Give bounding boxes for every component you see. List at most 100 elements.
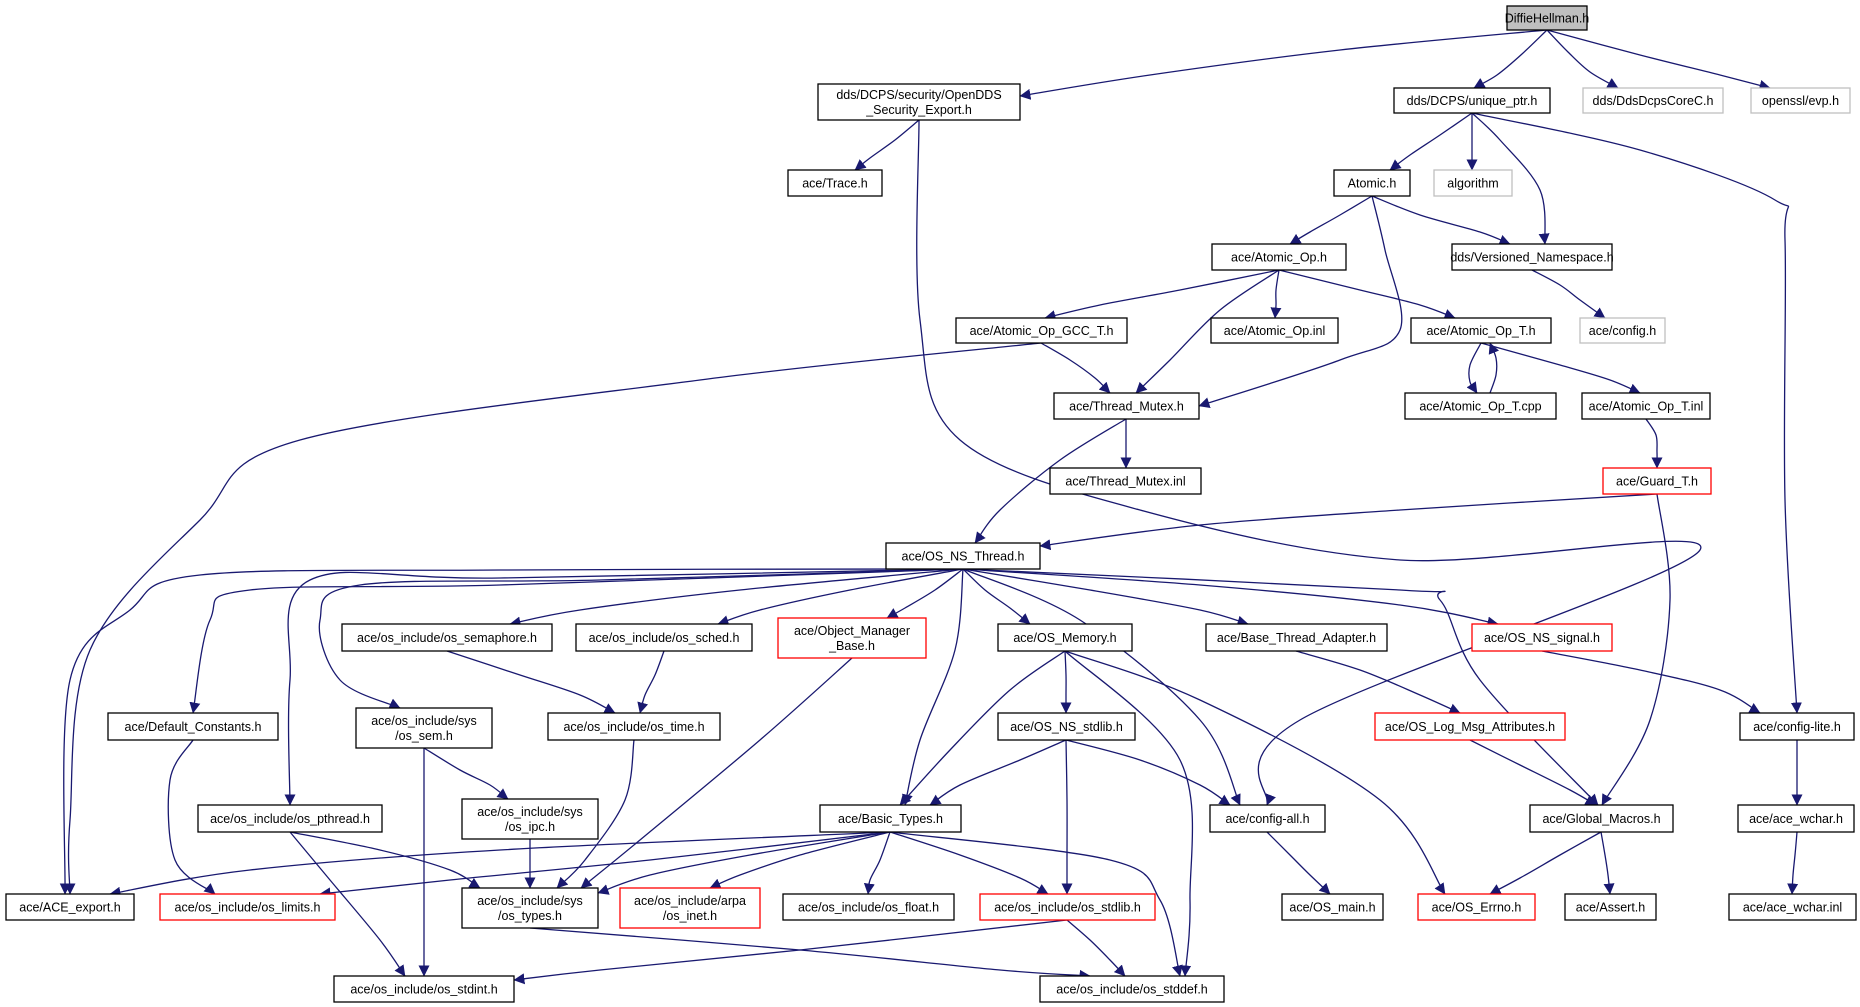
node-box <box>997 623 1133 652</box>
node-box <box>885 542 1041 570</box>
node-label: ace/ace_wchar.h <box>1749 812 1843 826</box>
edge-n43-to-n48 <box>513 919 1068 985</box>
node-label: /os_sem.h <box>395 729 453 743</box>
node-ace-os-main-h[interactable]: ace/OS_main.h <box>1281 893 1384 921</box>
node-ace-os-include-os-pthread-h[interactable]: ace/os_include/os_pthread.h <box>197 804 383 833</box>
node-ace-os-include-sys-os-ipc-h[interactable]: ace/os_include/sys/os_ipc.h <box>461 798 599 840</box>
node-box <box>787 169 883 197</box>
nodes: DiffieHellman.h dds/DCPS/security/OpenDDS… <box>5 5 1857 1003</box>
node-label: ace/Base_Thread_Adapter.h <box>1217 631 1376 645</box>
node-atomic-h[interactable]: Atomic.h <box>1333 169 1411 197</box>
node-ace-atomic-op-h[interactable]: ace/Atomic_Op.h <box>1211 243 1347 271</box>
node-label: ace/Object_Manager <box>794 624 910 638</box>
node-ace-os-include-os-semaphore-h[interactable]: ace/os_include/os_semaphore.h <box>341 623 553 652</box>
node-ace-ace-wchar-h[interactable]: ace/ace_wchar.h <box>1737 804 1855 833</box>
node-ace-os-include-os-limits-h[interactable]: ace/os_include/os_limits.h <box>159 893 336 921</box>
node-diffiehellman-h[interactable]: DiffieHellman.h <box>1505 5 1590 31</box>
node-ace-os-log-msg-attributes-h[interactable]: ace/OS_Log_Msg_Attributes.h <box>1374 712 1566 741</box>
node-label: ace/Atomic_Op_T.inl <box>1589 400 1704 414</box>
node-ace-config-all-h[interactable]: ace/config-all.h <box>1209 804 1326 833</box>
node-ace-assert-h[interactable]: ace/Assert.h <box>1564 893 1657 921</box>
node-label: ace/Guard_T.h <box>1616 475 1698 489</box>
edge-n19-to-n21 <box>717 568 964 626</box>
node-ace-os-include-os-stdint-h[interactable]: ace/os_include/os_stdint.h <box>333 975 515 1003</box>
node-dds-ddsdcpscorec-h[interactable]: dds/DdsDcpsCoreC.h <box>1582 87 1724 114</box>
node-ace-object-manager-base-h[interactable]: ace/Object_Manager_Base.h <box>777 617 927 659</box>
node-box <box>1564 893 1657 921</box>
node-box <box>461 887 599 929</box>
node-box <box>819 804 962 833</box>
node-ace-os-include-arpa-os-inet-h[interactable]: ace/os_include/arpa/os_inet.h <box>619 887 761 929</box>
node-ace-basic-types-h[interactable]: ace/Basic_Types.h <box>819 804 962 833</box>
node-label: dds/Versioned_Namespace.h <box>1450 251 1613 265</box>
node-dds-dcps-security-opendds-security-export-h[interactable]: dds/DCPS/security/OpenDDS_Security_Expor… <box>817 83 1021 121</box>
node-box <box>619 887 761 929</box>
edge-n29-to-n35 <box>1065 739 1231 806</box>
node-ace-config-lite-h[interactable]: ace/config-lite.h <box>1739 712 1855 741</box>
edge-n32-to-n40 <box>289 831 481 889</box>
edge-n8-to-n12 <box>1270 269 1282 319</box>
node-ace-os-ns-thread-h[interactable]: ace/OS_NS_Thread.h <box>885 542 1041 570</box>
node-ace-os-include-os-time-h[interactable]: ace/os_include/os_time.h <box>547 712 721 741</box>
node-ace-os-include-os-float-h[interactable]: ace/os_include/os_float.h <box>782 893 955 921</box>
node-ace-config-h[interactable]: ace/config.h <box>1579 317 1666 344</box>
node-dds-dcps-unique-ptr-h[interactable]: dds/DCPS/unique_ptr.h <box>1393 87 1551 114</box>
edge-n29-to-n34 <box>929 739 1067 806</box>
node-ace-atomic-op-t-h[interactable]: ace/Atomic_Op_T.h <box>1410 317 1552 344</box>
node-ace-os-include-os-stdlib-h[interactable]: ace/os_include/os_stdlib.h <box>979 893 1156 921</box>
node-ace-atomic-op-t-inl[interactable]: ace/Atomic_Op_T.inl <box>1581 392 1711 420</box>
node-label: ace/Thread_Mutex.inl <box>1065 475 1185 489</box>
node-ace-os-include-sys-os-sem-h[interactable]: ace/os_include/sys/os_sem.h <box>355 707 493 749</box>
node-ace-os-include-os-stddef-h[interactable]: ace/os_include/os_stddef.h <box>1039 975 1225 1003</box>
node-box <box>355 707 493 749</box>
edge-n20-to-n28 <box>446 650 616 714</box>
node-ace-guard-t-h[interactable]: ace/Guard_T.h <box>1602 467 1712 495</box>
node-label: ace/config-all.h <box>1225 812 1309 826</box>
node-ace-os-include-sys-os-types-h[interactable]: ace/os_include/sys/os_types.h <box>461 887 599 929</box>
edge-n34-to-n38 <box>109 831 891 898</box>
node-box <box>1209 804 1326 833</box>
node-ace-ace-wchar-inl[interactable]: ace/ace_wchar.inl <box>1728 893 1857 921</box>
edge-n23-to-n34 <box>899 650 1066 806</box>
node-box <box>1410 317 1552 344</box>
edge-n6-to-n9 <box>1371 195 1511 246</box>
node-ace-global-macros-h[interactable]: ace/Global_Macros.h <box>1529 804 1674 833</box>
node-ace-default-constants-h[interactable]: ace/Default_Constants.h <box>107 712 279 741</box>
node-label: ace/os_include/os_float.h <box>798 901 939 915</box>
node-box <box>5 893 135 921</box>
node-ace-ace-export-h[interactable]: ace/ACE_export.h <box>5 893 135 921</box>
node-label: ace/OS_Errno.h <box>1432 901 1522 915</box>
node-ace-os-ns-stdlib-h[interactable]: ace/OS_NS_stdlib.h <box>997 712 1136 741</box>
node-ace-atomic-op-inl[interactable]: ace/Atomic_Op.inl <box>1210 317 1339 344</box>
node-box <box>107 712 279 741</box>
node-dds-versioned-namespace-h[interactable]: dds/Versioned_Namespace.h <box>1450 243 1614 271</box>
node-label: dds/DCPS/security/OpenDDS <box>836 88 1001 102</box>
node-ace-atomic-op-gcc-t-h[interactable]: ace/Atomic_Op_GCC_T.h <box>955 317 1128 344</box>
node-label: ace/Default_Constants.h <box>125 720 262 734</box>
node-box <box>575 623 753 652</box>
node-box <box>197 804 383 833</box>
node-ace-thread-mutex-h[interactable]: ace/Thread_Mutex.h <box>1053 392 1200 420</box>
node-ace-trace-h[interactable]: ace/Trace.h <box>787 169 883 197</box>
node-openssl-evp-h[interactable]: openssl/evp.h <box>1750 87 1851 114</box>
node-ace-os-errno-h[interactable]: ace/OS_Errno.h <box>1417 893 1536 921</box>
node-label: ace/config-lite.h <box>1753 720 1841 734</box>
node-ace-os-memory-h[interactable]: ace/OS_Memory.h <box>997 623 1133 652</box>
node-ace-thread-mutex-inl[interactable]: ace/Thread_Mutex.inl <box>1049 467 1202 495</box>
edge-n9-to-n10 <box>1531 269 1606 319</box>
node-box <box>1211 243 1347 271</box>
node-ace-os-ns-signal-h[interactable]: ace/OS_NS_signal.h <box>1471 623 1613 652</box>
node-algorithm[interactable]: algorithm <box>1433 169 1513 197</box>
edge-n0-to-n4 <box>1546 29 1771 91</box>
edge-n37-to-n47 <box>1787 831 1799 895</box>
node-ace-os-include-os-sched-h[interactable]: ace/os_include/os_sched.h <box>575 623 753 652</box>
node-ace-atomic-op-t-cpp[interactable]: ace/Atomic_Op_T.cpp <box>1404 392 1557 420</box>
node-box <box>1728 893 1857 921</box>
node-box <box>333 975 515 1003</box>
node-ace-base-thread-adapter-h[interactable]: ace/Base_Thread_Adapter.h <box>1205 623 1388 652</box>
node-label: ace/os_include/os_sched.h <box>589 631 740 645</box>
node-box <box>1739 712 1855 741</box>
edge-n19-to-n23 <box>962 568 1031 625</box>
node-box <box>979 893 1156 921</box>
node-label: _Base.h <box>828 639 875 653</box>
